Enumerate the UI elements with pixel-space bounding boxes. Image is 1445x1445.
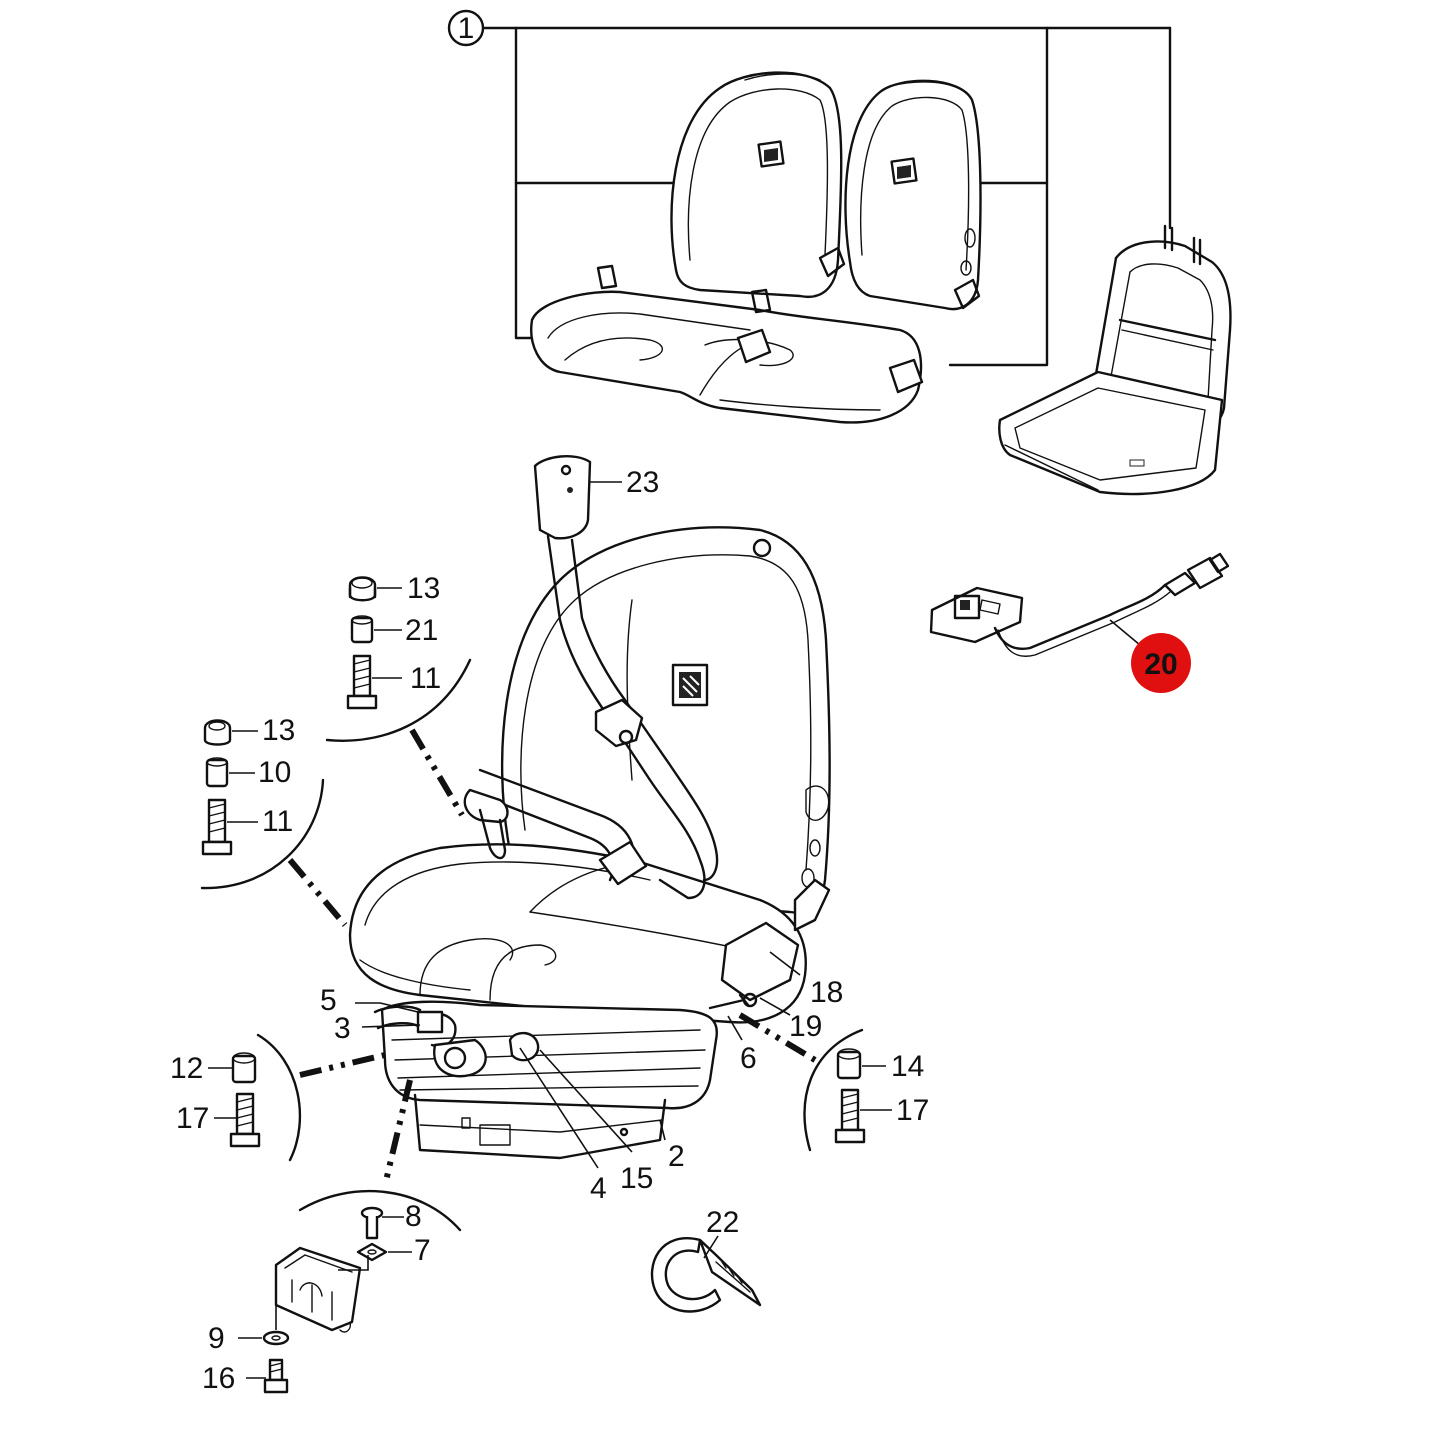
main-seat-cushion [348, 843, 807, 1024]
washer-9-icon [262, 1330, 290, 1346]
callout-22[interactable]: 22 [706, 1206, 739, 1239]
callout-15[interactable]: 15 [620, 1162, 653, 1195]
inset-hardware-left: 13 10 11 [200, 714, 348, 927]
callout-21[interactable]: 21 [405, 614, 438, 647]
seat-suspension [373, 998, 746, 1160]
callout-20-group: 20 [1109, 619, 1191, 693]
inset-hardware-right: 14 17 [738, 1012, 929, 1152]
callout-18[interactable]: 18 [810, 976, 843, 1009]
callout-9[interactable]: 9 [208, 1322, 225, 1355]
callout-20[interactable]: 20 [1144, 648, 1177, 681]
seat-frame [998, 224, 1232, 496]
callout-6[interactable]: 6 [740, 1042, 757, 1075]
callout-4[interactable]: 4 [590, 1172, 607, 1205]
callout-3[interactable]: 3 [334, 1012, 351, 1045]
callout-7[interactable]: 7 [414, 1234, 431, 1267]
washer-7-icon [356, 1242, 388, 1262]
seat-switch-harness [929, 552, 1230, 657]
callout-17a[interactable]: 17 [176, 1102, 209, 1135]
callout-20-highlight [1131, 633, 1191, 693]
callout-11b[interactable]: 11 [262, 805, 293, 838]
screw-8-icon [360, 1206, 384, 1240]
bench-backrest-left [670, 71, 846, 299]
callout-19[interactable]: 19 [789, 1010, 822, 1043]
callout-13a[interactable]: 13 [407, 572, 440, 605]
inset-hardware-top: 13 21 11 [325, 572, 472, 817]
callout-14[interactable]: 14 [891, 1050, 924, 1083]
callout-16[interactable]: 16 [202, 1362, 235, 1395]
nut-13-left-icon [203, 719, 232, 746]
spacer-10-icon [205, 757, 229, 788]
bench-backrest-right [844, 79, 982, 311]
mounting-bracket-icon [274, 1246, 362, 1333]
callout-17b[interactable]: 17 [896, 1094, 929, 1127]
callout-1[interactable]: 1 [458, 12, 475, 45]
brand-logo-icon [671, 663, 709, 707]
bolt-11-top-icon [346, 654, 378, 710]
callout-8[interactable]: 8 [405, 1200, 422, 1233]
callout-5[interactable]: 5 [320, 984, 337, 1017]
spacer-14-icon [836, 1048, 862, 1080]
bolt-17-left-icon [229, 1092, 261, 1148]
callout-12[interactable]: 12 [170, 1052, 203, 1085]
bolt-17-right-icon [834, 1088, 866, 1144]
callout-10[interactable]: 10 [258, 756, 291, 789]
callout-23[interactable]: 23 [626, 466, 659, 499]
spacer-12-icon [231, 1052, 257, 1084]
callout-2[interactable]: 2 [668, 1140, 685, 1173]
inset-bracket-bottom: 8 7 9 16 [202, 1079, 462, 1395]
inset-hardware-lower-left: 12 17 [170, 1033, 386, 1162]
bench-cushion [530, 264, 924, 424]
bolt-16-icon [263, 1358, 289, 1394]
bolt-11-left-icon [201, 798, 233, 856]
callout-11a[interactable]: 11 [410, 662, 441, 695]
spacer-21-icon [350, 615, 374, 644]
nut-13-top-icon [348, 576, 377, 602]
cable-tie-icon [650, 1237, 762, 1313]
seat-belt [463, 455, 831, 1008]
callout-13b[interactable]: 13 [262, 714, 295, 747]
callout-1-bracket: 1 [447, 9, 1172, 367]
